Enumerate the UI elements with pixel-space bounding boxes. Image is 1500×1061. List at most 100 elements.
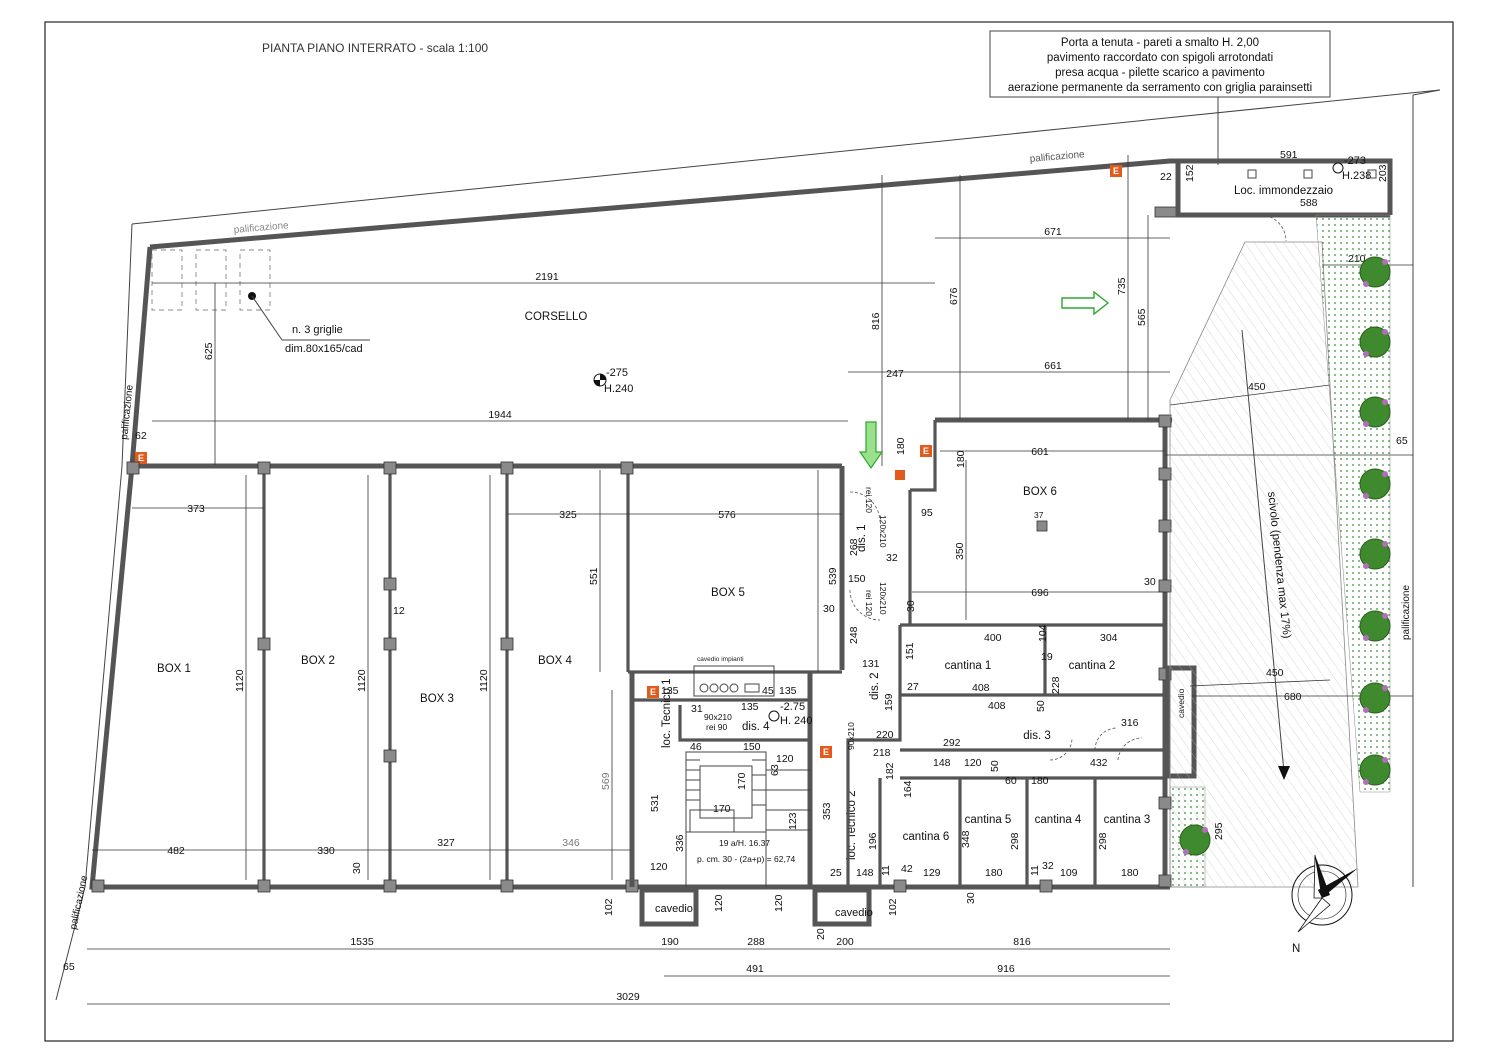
dim-150-b: 150 (743, 741, 761, 753)
dim-180-e: 180 (1121, 867, 1139, 879)
room-cantina3: cantina 3 (1104, 814, 1151, 826)
dim-551: 551 (588, 567, 600, 585)
dim-482: 482 (167, 845, 185, 857)
dim-135-b: 135 (741, 701, 759, 713)
tree-icon (1359, 538, 1391, 570)
dim-170-a: 170 (713, 803, 731, 815)
griglie-line1: n. 3 griglie (292, 324, 343, 336)
note-1: Porta a tenuta - pareti a smalto H. 2,00 (1061, 37, 1259, 49)
dim-60: 60 (1005, 775, 1017, 787)
tree-icon (1359, 754, 1391, 786)
dim-539: 539 (827, 567, 839, 585)
door-90x210-a: 90x210 (704, 712, 732, 722)
corridor-labels: dis. 1 dis. 2 120x210 rei 120 120x210 re… (846, 487, 1143, 761)
direction-arrows (858, 290, 1110, 470)
ramp: scivolo (pendenza max 17%) 450 680 210 2… (1169, 241, 1413, 888)
dim-150: 150 (848, 573, 866, 585)
dim-400: 400 (984, 632, 1002, 644)
dim-120-d: 120 (964, 757, 982, 769)
dim-353: 353 (821, 802, 833, 820)
door-rei120-a: rei 120 (864, 487, 874, 513)
dim-591: 591 (1280, 149, 1298, 161)
dim-671: 671 (1044, 226, 1062, 238)
dim-62: 62 (135, 430, 147, 442)
level-corsello-q: -275 (606, 367, 628, 379)
dim-330: 330 (317, 845, 335, 857)
room-cantina4: cantina 4 (1035, 814, 1082, 826)
dim-50-a: 50 (1035, 700, 1047, 712)
room-cantina5: cantina 5 (965, 814, 1012, 826)
dim-25: 25 (830, 867, 842, 879)
stair-note-1: 19 a/H. 16.37 (719, 838, 770, 848)
compass-north: N (1292, 943, 1300, 955)
compass: N (1291, 854, 1358, 955)
dim-531: 531 (649, 794, 661, 812)
dim-151: 151 (904, 642, 916, 660)
dim-450-b: 450 (1266, 667, 1284, 679)
dim-104: 104 (1037, 624, 1049, 642)
dim-680: 680 (1284, 691, 1302, 703)
dim-131: 131 (862, 658, 880, 670)
dim-46: 46 (690, 741, 702, 753)
palificazione-right: palificazione (1401, 585, 1412, 640)
box-partitions (262, 468, 842, 887)
note-2: pavimento raccordato con spigoli arroton… (1047, 52, 1273, 64)
dim-247: 247 (886, 368, 904, 380)
dim-298-b: 298 (1097, 832, 1109, 850)
tree-icon (1359, 610, 1391, 642)
dim-30-e: 30 (965, 892, 977, 904)
dim-408-b: 408 (988, 700, 1006, 712)
dim-218: 218 (873, 747, 891, 759)
exit-e-5: E (823, 747, 829, 757)
dim-180-c: 180 (1031, 775, 1049, 787)
dim-295: 295 (1213, 822, 1225, 840)
exit-e-3: E (923, 446, 929, 456)
dim-1120-c: 1120 (478, 669, 490, 692)
dim-3029: 3029 (616, 991, 640, 1003)
dim-696: 696 (1031, 587, 1049, 599)
room-box4: BOX 4 (538, 655, 572, 667)
dim-95: 95 (921, 507, 933, 519)
room-dis4: dis. 4 (742, 721, 770, 733)
dim-248: 248 (848, 626, 860, 644)
exit-e-2: E (1113, 166, 1119, 176)
dim-170-b: 170 (736, 772, 748, 790)
room-box2: BOX 2 (301, 655, 335, 667)
dim-350: 350 (954, 542, 966, 560)
dim-123: 123 (787, 812, 799, 830)
dim-27: 27 (907, 681, 919, 693)
cavedio-impianti: cavedio impianti (697, 656, 744, 663)
dim-196: 196 (867, 832, 879, 850)
door-rei90-a: rei 90 (706, 722, 728, 732)
dim-45: 45 (762, 685, 774, 697)
dim-1120-a: 1120 (234, 669, 246, 692)
level-immond-h: H.238 (1342, 170, 1371, 182)
dim-316: 316 (1121, 717, 1139, 729)
dim-11-b: 11 (1029, 865, 1041, 876)
dim-601: 601 (1031, 446, 1049, 458)
dim-676: 676 (948, 287, 960, 305)
central-block: 170 170 19 a/H. 16.37 p. cm. 30 - (2a+p)… (629, 656, 858, 887)
dim-625: 625 (203, 342, 215, 360)
room-dis1: dis. 1 (856, 525, 868, 553)
dim-120-e: 120 (776, 753, 794, 765)
tree-icon (1359, 326, 1391, 358)
dim-346: 346 (562, 837, 580, 849)
dim-432: 432 (1090, 757, 1108, 769)
dim-220: 220 (876, 729, 894, 741)
grilles: n. 3 griglie dim.80x165/cad (151, 249, 370, 355)
dim-190: 190 (661, 936, 679, 948)
dim-916: 916 (997, 963, 1015, 975)
level-marker-corsello: -275 H.240 (593, 367, 633, 395)
dim-1120-b: 1120 (356, 669, 368, 692)
dim-288: 288 (747, 936, 765, 948)
dim-298-a: 298 (1009, 832, 1021, 850)
tree-icon (1359, 468, 1391, 500)
room-dis2: dis. 2 (869, 673, 881, 701)
dim-200: 200 (836, 936, 854, 948)
dim-65-left: 65 (63, 961, 75, 973)
exit-e-1: E (138, 453, 144, 463)
bottom-dimensions: 1535 190 288 200 816 491 916 3029 102 10… (63, 867, 1170, 1005)
dim-816-b: 816 (1013, 936, 1031, 948)
